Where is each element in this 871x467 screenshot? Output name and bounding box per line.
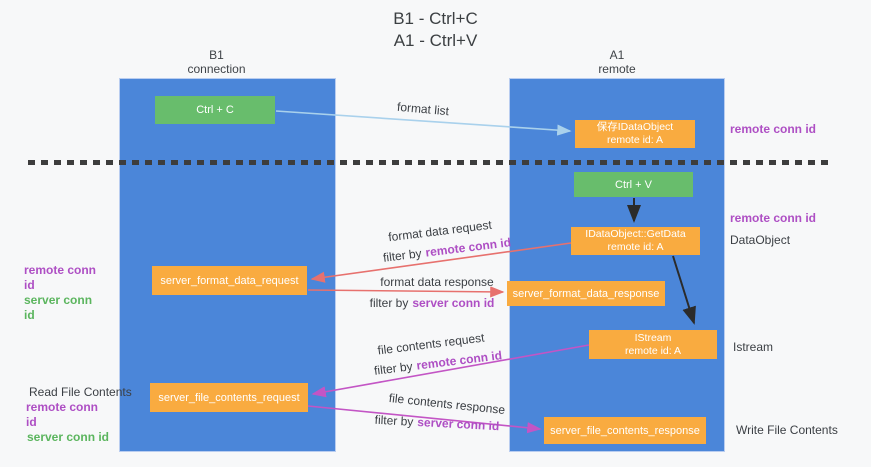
side-label-remote-conn-id-left: remote conn id: [24, 263, 97, 292]
node-server-format-data-response: server_format_data_response: [507, 281, 665, 306]
node-ctrl-v-label: Ctrl + V: [615, 178, 652, 191]
lane-header-a1: A1 remote: [509, 48, 725, 76]
format-data-response-text: format data response: [380, 275, 494, 289]
side-label-server-conn-id-left: server conn id: [24, 293, 93, 322]
node-istream-line1: IStream: [634, 331, 672, 344]
session-divider-dashed-line: [28, 160, 831, 165]
arrow-getdata-to-istream: [672, 255, 696, 325]
lane-b1-subtitle: connection: [187, 62, 246, 76]
arrow-format-list: [275, 110, 572, 136]
node-ctrl-v: Ctrl + V: [574, 172, 693, 197]
node-istream: IStream remote id: A: [589, 330, 717, 359]
arrow-file-contents-request: [311, 344, 590, 398]
filter-by-text: filter by: [369, 296, 409, 310]
node-idataobject-getdata: IDataObject::GetData remote id: A: [571, 227, 700, 255]
lane-a1-subtitle: remote: [598, 62, 636, 76]
title-line-2: A1 - Ctrl+V: [393, 31, 478, 50]
side-label-istream: Istream: [733, 340, 774, 354]
edge-label-format-data-response: format data response: [380, 275, 493, 289]
node-save-idataobject-line2: remote id: A: [606, 134, 664, 146]
lane-b1-name: B1: [209, 48, 224, 62]
node-ctrl-c: Ctrl + C: [155, 96, 275, 124]
lane-a1-name: A1: [609, 48, 625, 62]
side-block-conn-ids-left: remote conn id server conn id: [24, 263, 106, 323]
side-label-dataobject: DataObject: [730, 233, 791, 247]
node-istream-line2: remote id: A: [624, 344, 682, 357]
node-file-response-label: server_file_contents_response: [550, 424, 700, 437]
node-getdata-line1: IDataObject::GetData: [585, 228, 686, 240]
filter-by-text: filter by: [374, 412, 414, 429]
edge-label-filter-server-1: filter by server conn id: [370, 296, 495, 310]
node-file-request-label: server_file_contents_request: [158, 391, 300, 404]
node-save-idataobject: 保存IDataObject remote id: A: [575, 120, 695, 148]
node-server-file-contents-response: server_file_contents_response: [544, 417, 706, 444]
node-ctrl-c-label: Ctrl + C: [196, 104, 234, 116]
side-label-server-conn-id-bottom-left: server conn id: [26, 430, 110, 444]
node-server-file-contents-request: server_file_contents_request: [150, 383, 308, 412]
title-line-1: B1 - Ctrl+C: [393, 9, 478, 28]
side-label-read-file-contents: Read File Contents: [29, 385, 132, 399]
server-conn-id-text: server conn id: [412, 296, 495, 310]
node-format-request-label: server_format_data_request: [160, 274, 299, 287]
node-save-idataobject-line1: 保存IDataObject: [596, 121, 674, 133]
arrow-format-data-response: [307, 286, 505, 298]
side-label-remote-conn-id-mid-right: remote conn id: [730, 211, 817, 225]
node-server-format-data-request: server_format_data_request: [152, 266, 307, 295]
side-label-remote-conn-id-top-right: remote conn id: [730, 122, 817, 136]
side-block-conn-ids-bottom-left: remote conn id server conn id: [26, 400, 110, 445]
side-label-remote-conn-id-bottom-left: remote conn id: [26, 400, 99, 429]
lane-header-b1: B1 connection: [108, 48, 325, 76]
arrow-format-data-request: [310, 242, 572, 283]
node-getdata-line2: remote id: A: [607, 241, 664, 253]
arrow-file-contents-response: [307, 405, 542, 434]
diagram-title: B1 - Ctrl+C A1 - Ctrl+V: [0, 8, 871, 52]
side-label-write-file-contents: Write File Contents: [736, 423, 838, 437]
node-format-response-label: server_format_data_response: [512, 287, 660, 300]
